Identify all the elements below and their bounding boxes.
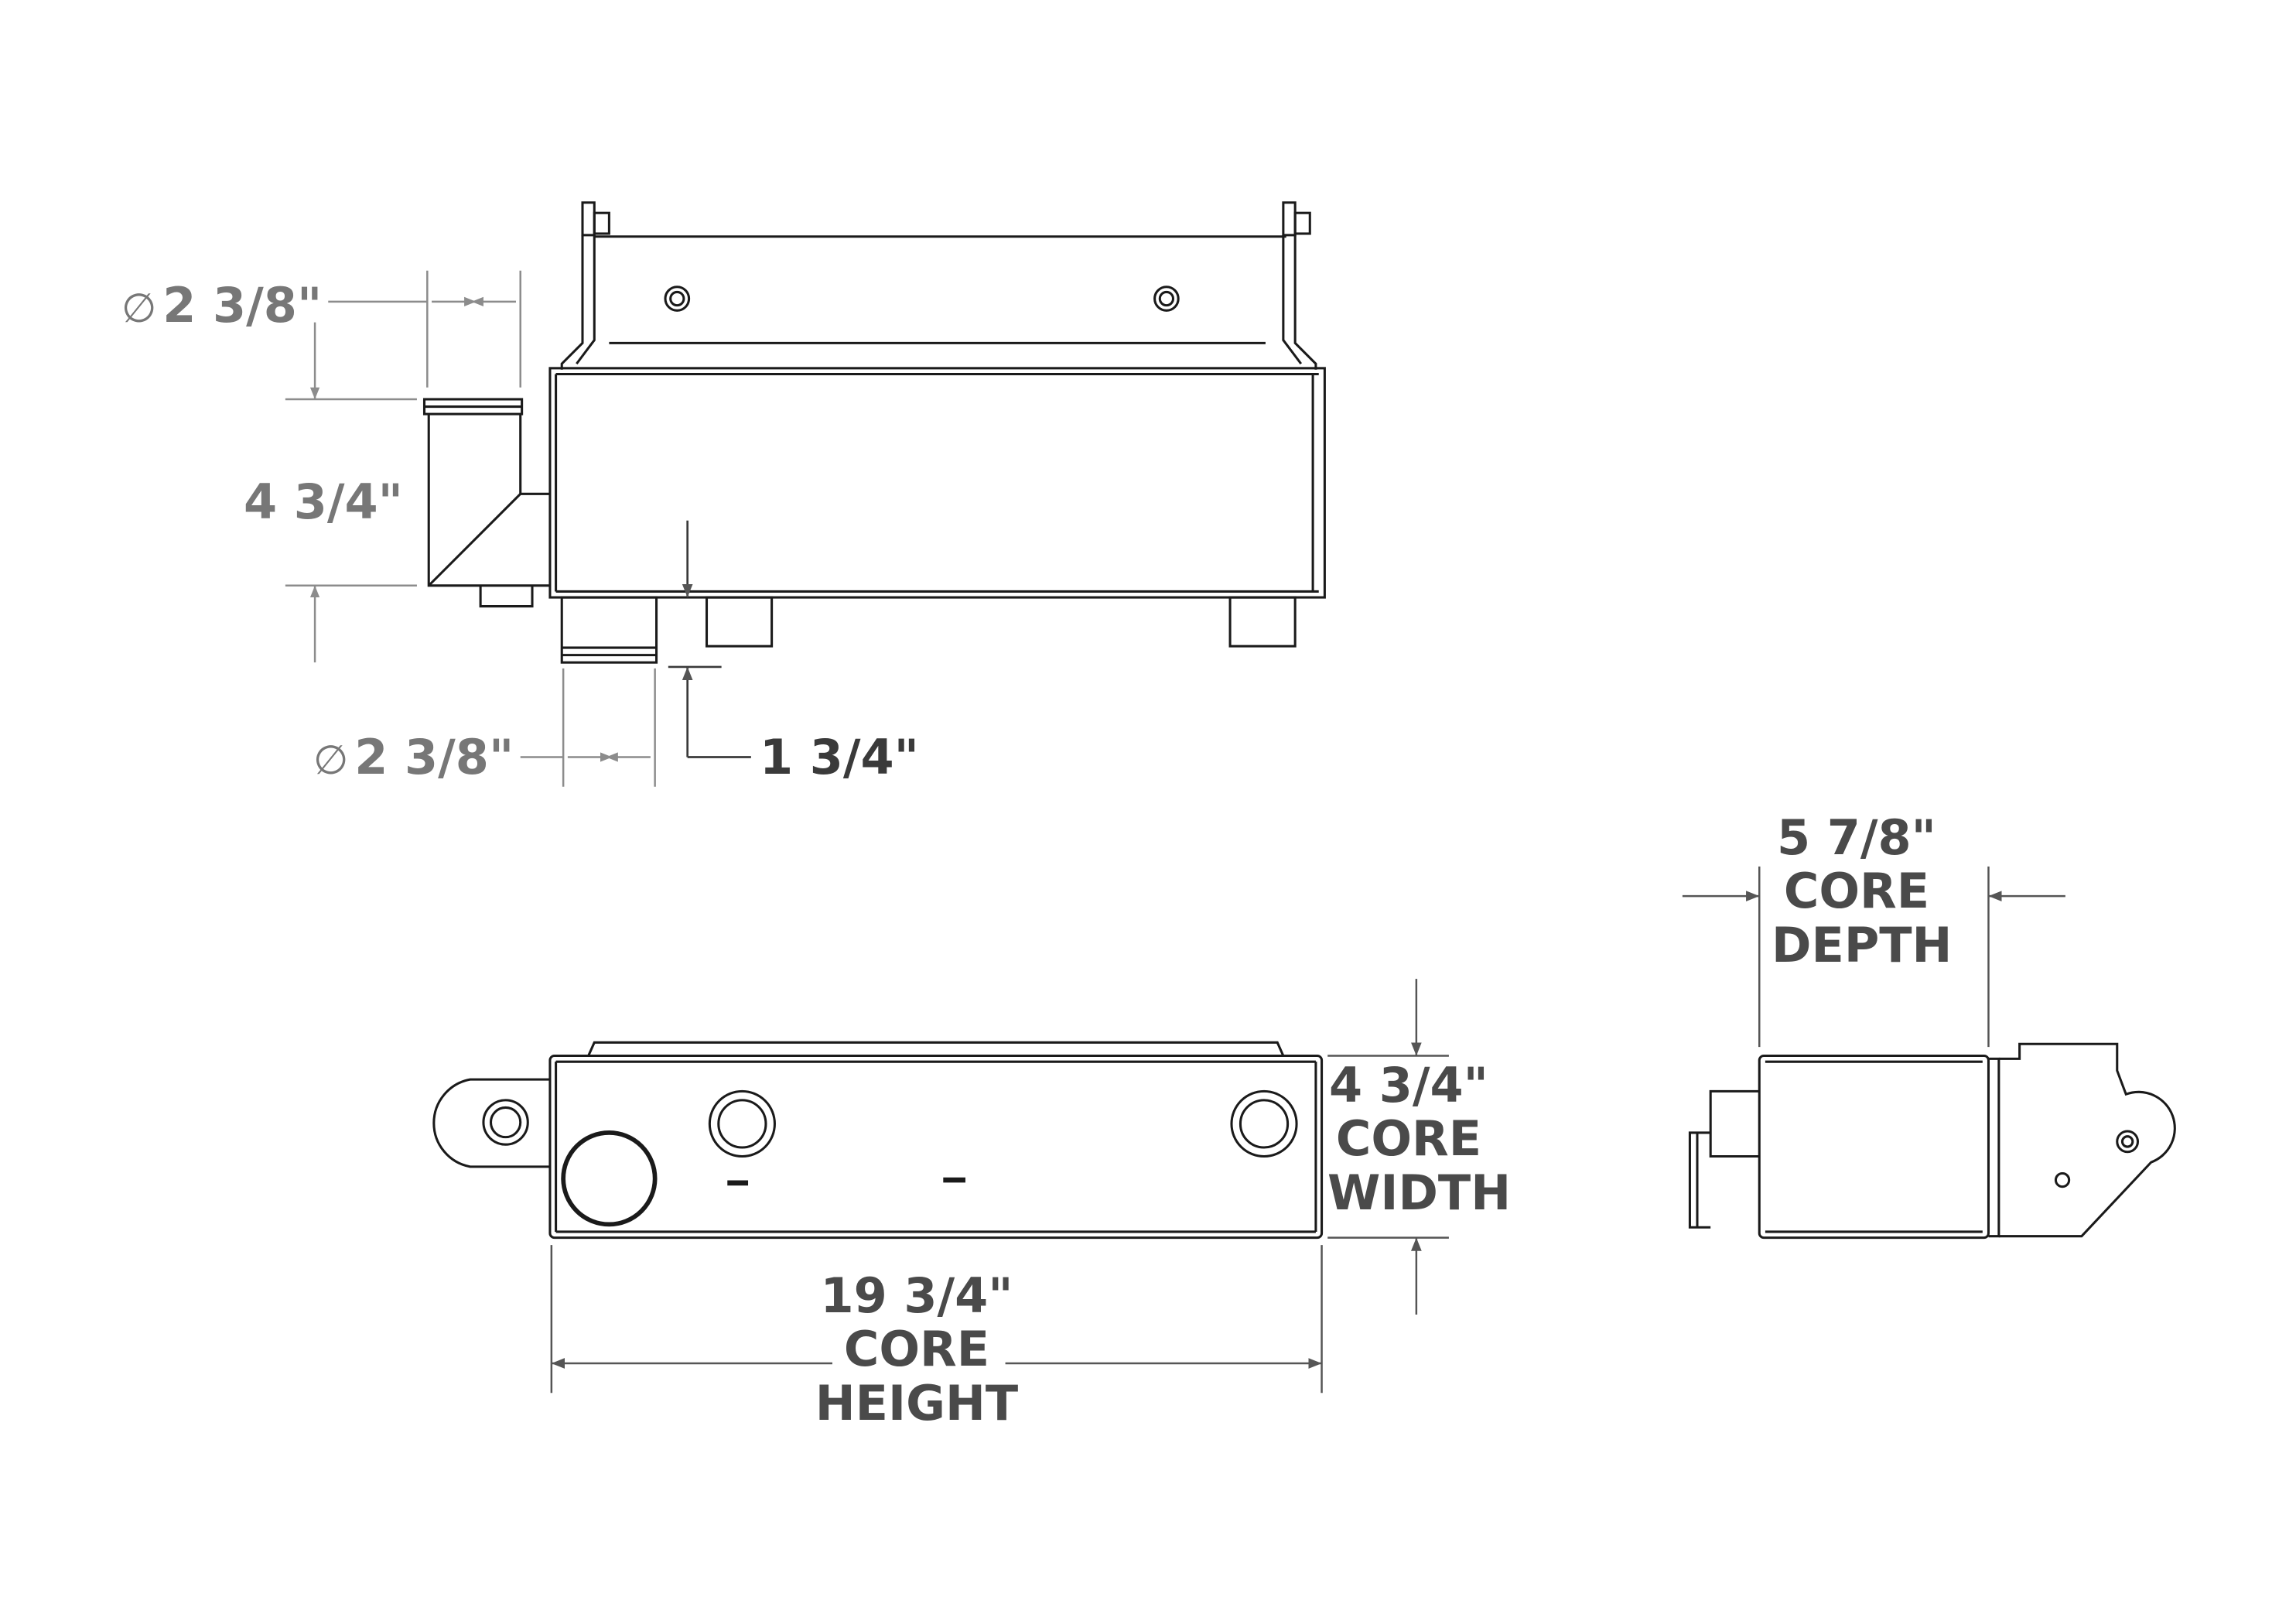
top-view-dimensions [285, 270, 656, 787]
outlet-port [561, 1130, 658, 1227]
outlet-length-label: 1 3/4" [760, 734, 919, 781]
outlet-length-dimension [668, 520, 751, 758]
core-height-line2: HEIGHT [815, 1374, 1019, 1431]
core-width-label: 4 3/4" CORE WIDTH [1327, 1057, 1512, 1221]
foot-right [1228, 596, 1297, 648]
top-view [422, 201, 1326, 664]
diameter-symbol-2: ∅ [313, 737, 349, 784]
front-view-dimensions [550, 979, 1449, 1394]
side-view [1688, 1042, 2176, 1240]
core-height-line1: CORE [843, 1321, 990, 1378]
bottom-outlet-diameter-label: ∅2 3/8" [313, 734, 514, 781]
bracket-ear [432, 1078, 550, 1168]
core-width-line1: CORE [1335, 1110, 1482, 1168]
top-inlet-diameter-label: ∅2 3/8" [121, 282, 322, 330]
core-depth-label: 5 7/8" CORE DEPTH [1772, 809, 1953, 973]
core-depth-line2: DEPTH [1772, 916, 1953, 973]
side-core [1758, 1055, 1990, 1240]
port-right [1230, 1089, 1298, 1158]
front-view [432, 1041, 1324, 1240]
core-height-label: 19 3/4" CORE HEIGHT [801, 1267, 1033, 1431]
tank-height-value: 4 3/4" [244, 474, 403, 530]
side-outlet [1688, 1089, 1760, 1229]
bottom-outlet [560, 596, 658, 664]
core-width-value: 4 3/4" [1329, 1057, 1488, 1113]
tank-height-label: 4 3/4" [244, 478, 403, 526]
tank-body [548, 367, 1326, 599]
mounting-bracket [560, 201, 1317, 370]
foot-left [705, 596, 774, 648]
outlet-length-value: 1 3/4" [760, 729, 919, 785]
top-inlet-elbow [422, 398, 550, 608]
diameter-symbol: ∅ [121, 286, 157, 332]
core-width-line2: WIDTH [1327, 1164, 1512, 1221]
core-depth-line1: CORE [1783, 863, 1930, 920]
top-inlet-diameter-value: 2 3/8" [162, 277, 323, 333]
core-height-value: 19 3/4" [820, 1267, 1013, 1324]
side-view-dimensions [1682, 866, 2065, 1048]
core-depth-value: 5 7/8" [1777, 809, 1936, 866]
port-left [708, 1089, 776, 1158]
core-face [548, 1041, 1324, 1240]
side-tank-bracket [1988, 1042, 2176, 1238]
bottom-outlet-diameter-value: 2 3/8" [354, 729, 514, 785]
